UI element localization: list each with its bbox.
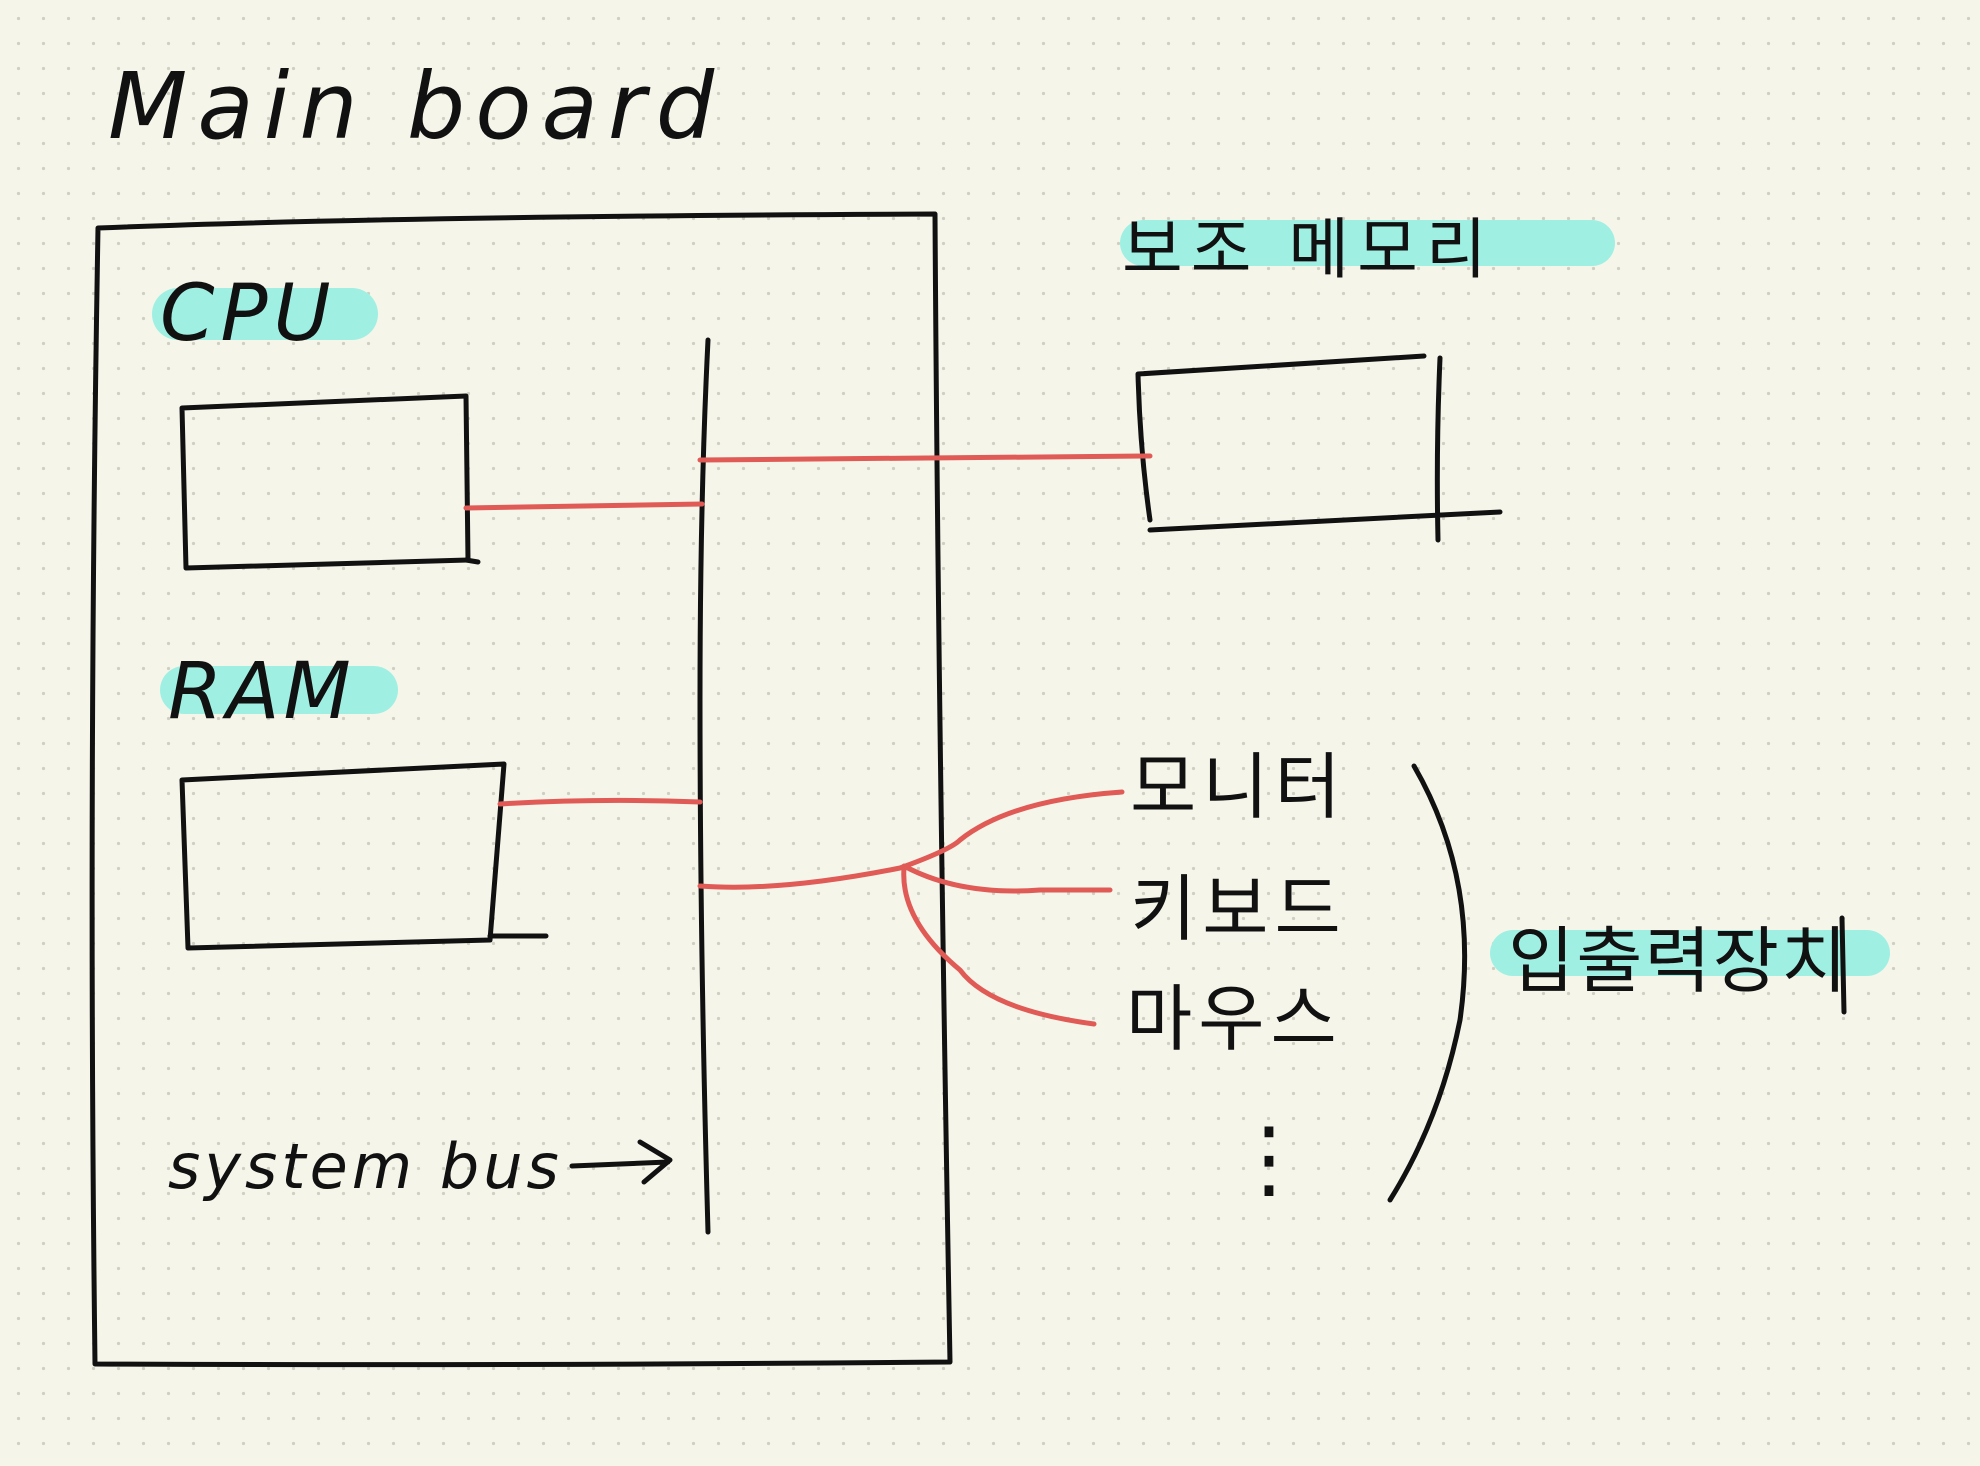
ram-highlight xyxy=(160,666,398,714)
ram-label: RAM xyxy=(168,647,355,737)
bus-io-wire xyxy=(697,789,1125,890)
io-devices-bracket xyxy=(1387,763,1468,1203)
secondary-memory-highlight xyxy=(1120,220,1615,266)
bus-secondary-memory-wire xyxy=(697,453,1153,463)
io-devices-label-stroke xyxy=(1839,915,1847,1015)
cpu-highlight xyxy=(152,288,378,340)
system-bus-line xyxy=(697,337,711,1235)
system-bus-label: system bus xyxy=(168,1130,563,1203)
mouse-label: 마우스 xyxy=(1126,977,1343,1061)
secondary-memory-label: 보조 메모리 xyxy=(1122,211,1495,288)
main-board-title: Main board xyxy=(108,53,724,160)
more-devices-ellipsis: ⋮ xyxy=(1226,1109,1312,1209)
ram-bus-wire xyxy=(497,797,703,807)
cpu-label: CPU xyxy=(160,269,337,359)
ram-box xyxy=(179,761,507,951)
mouse-wire xyxy=(901,865,1097,1027)
keyboard-label: 키보드 xyxy=(1130,867,1347,951)
cpu-box-tail xyxy=(463,557,481,565)
monitor-label: 모니터 xyxy=(1130,745,1347,829)
main-board-outline xyxy=(89,211,953,1368)
cpu-bus-wire xyxy=(463,501,705,511)
io-devices-label: 입출력장치 xyxy=(1508,919,1849,1003)
keyboard-wire xyxy=(901,863,1113,894)
io-devices-highlight xyxy=(1490,930,1890,976)
secondary-memory-box xyxy=(1135,353,1503,543)
cpu-box xyxy=(179,393,471,571)
bus-arrow-icon xyxy=(569,1139,673,1185)
